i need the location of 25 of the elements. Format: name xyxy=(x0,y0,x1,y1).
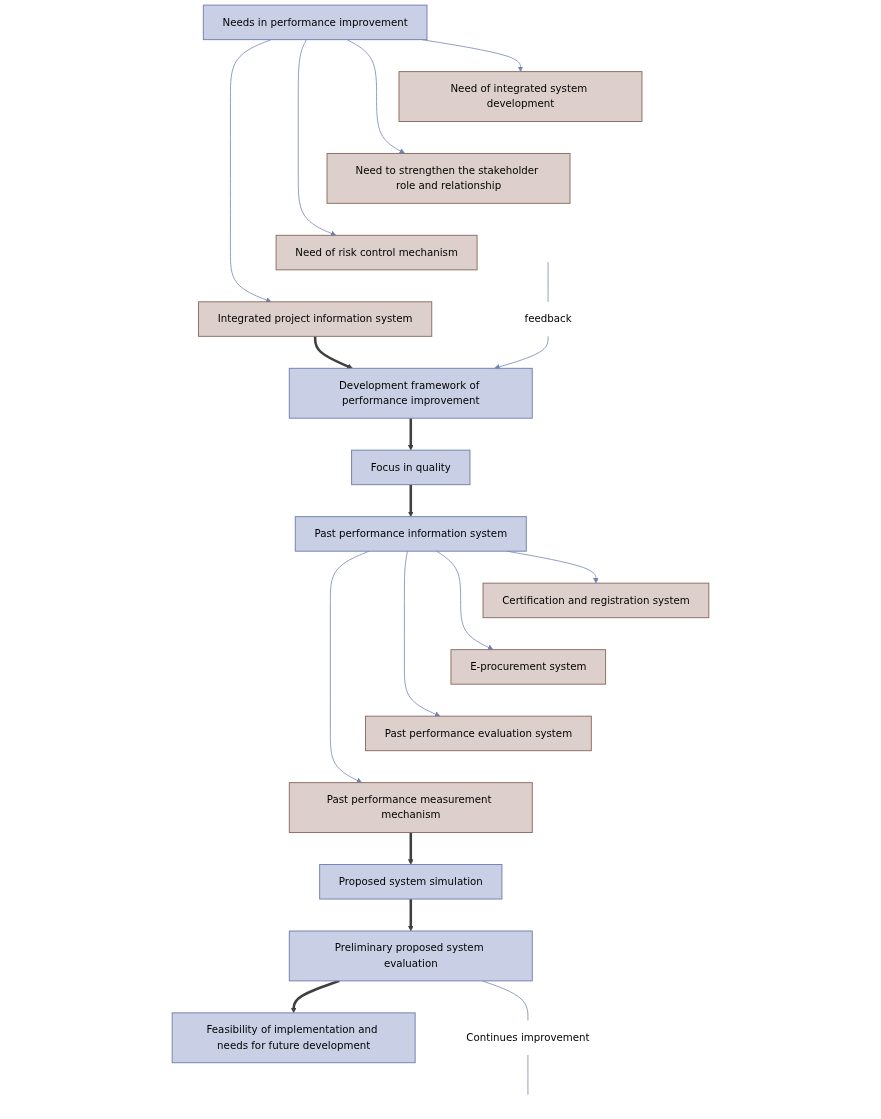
arrow xyxy=(408,899,414,932)
node-box: Past performance information system xyxy=(294,516,527,552)
node-box: Need of integrated system development xyxy=(398,71,643,122)
node-box: Need of risk control mechanism xyxy=(275,234,478,271)
node-box: Integrated project information system xyxy=(198,301,433,337)
node-box: Needs in performance improvement xyxy=(202,4,428,41)
node-text: Continues improvement xyxy=(466,1031,590,1044)
node-box: Feasibility of implementation and needs for future development xyxy=(171,1012,416,1064)
node-box: Preliminary proposed system evaluation xyxy=(288,930,533,982)
node-box: E-procurement system xyxy=(450,649,607,685)
node-box: Past performance evaluation system xyxy=(365,715,592,752)
arrow xyxy=(407,418,414,451)
arrow xyxy=(408,832,414,865)
node-box: Development framework of performance improvement xyxy=(288,367,533,419)
connector xyxy=(527,1054,529,1096)
arrow xyxy=(290,979,340,1014)
node-box: Certification and registration system xyxy=(482,582,710,619)
node-box: Need to strengthen the stakeholder role and relationship xyxy=(326,153,571,204)
arrow xyxy=(407,484,414,517)
arrow xyxy=(313,336,353,369)
connector xyxy=(547,261,549,303)
node-box: Past performance measurement mechanism xyxy=(288,782,533,833)
node-box: Focus in quality xyxy=(351,449,471,486)
node-box: Proposed system simulation xyxy=(319,864,503,900)
node-text: feedback xyxy=(524,312,572,325)
